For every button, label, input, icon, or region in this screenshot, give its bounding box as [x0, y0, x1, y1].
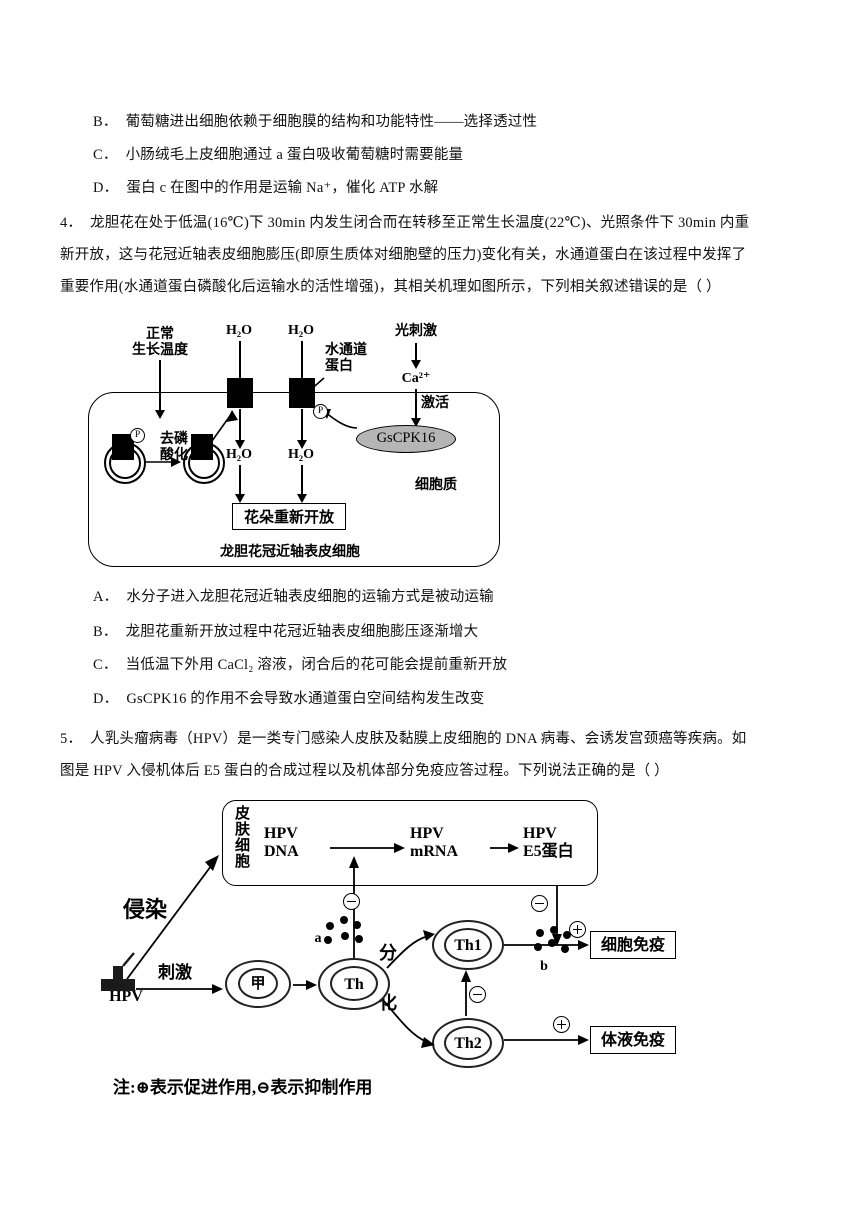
option-text: 蛋白 c 在图中的作用是运输 Na⁺，催化 ATP 水解 — [126, 180, 439, 196]
hpv-dna-label: HPV DNA — [264, 825, 299, 860]
inhibit-sign-e5 — [531, 895, 548, 912]
option-label: C． — [93, 147, 118, 163]
water-mid-right-shaft — [301, 409, 303, 443]
option-b-q4: B． 龙胆花重新开放过程中花冠近轴表皮细胞膨压逐渐增大 — [93, 620, 478, 641]
option-text: 当低温下外用 CaCl₂ 溶液，闭合后的花可能会提前重新开放 — [125, 657, 508, 673]
infect-label: 侵染 — [122, 897, 167, 922]
option-d-q3: D． 蛋白 c 在图中的作用是运输 Na⁺，催化 ATP 水解 — [93, 176, 438, 197]
flower-reopen-box: 花朵重新开放 — [232, 503, 346, 530]
activation-arrow-head — [411, 418, 421, 427]
water-top-right-label: H₂O — [288, 323, 314, 338]
water-bottom-right-label: H₂O — [288, 447, 314, 462]
water-low-left-shaft — [239, 465, 241, 497]
inhibit-sign-th2-th1 — [469, 986, 486, 1003]
option-text: 小肠绒毛上皮细胞通过 a 蛋白吸收葡萄糖时需要能量 — [125, 147, 464, 163]
normal-growth-temp-label: 正常 生长温度 — [132, 327, 188, 358]
light-arrow-head — [411, 360, 421, 369]
vesicle-protein-left — [112, 434, 134, 460]
calcium-label: Ca²⁺ — [401, 371, 431, 386]
water-top-left-label: H₂O — [226, 323, 252, 338]
promote-sign-cellular — [569, 921, 586, 938]
factor-a-label: a — [314, 931, 322, 946]
option-text: 龙胆花重新开放过程中花冠近轴表皮细胞膨压逐渐增大 — [125, 624, 479, 640]
phosphate-badge-vesicle: P — [130, 428, 145, 443]
question-5-number: 5． — [60, 731, 83, 747]
option-c-q4: C． 当低温下外用 CaCl₂ 溶液，闭合后的花可能会提前重新开放 — [93, 653, 507, 674]
differentiate-label-1: 分 — [379, 943, 397, 963]
vesicle-protein-right — [191, 434, 213, 460]
water-top-left-shaft — [239, 341, 241, 391]
figure5-vector-overlay — [101, 843, 589, 1048]
option-text: 水分子进入龙胆花冠近轴表皮细胞的运输方式是被动运输 — [126, 589, 494, 605]
figure-gentian-aquaporin: 正常 生长温度 H₂O H₂O 水通道 蛋白 — [0, 0, 868, 580]
option-d-q4: D． GsCPK16 的作用不会导致水通道蛋白空间结构发生改变 — [93, 687, 484, 708]
aquaporin-protein-right — [289, 378, 315, 408]
figure-note: 注:⊕表示促进作用,⊖表示抑制作用 — [113, 1078, 373, 1097]
cell-th1: Th1 — [444, 928, 492, 962]
activation-arrow-shaft — [415, 389, 417, 421]
figure-hpv-immune-response: 皮肤细胞 HPV DNA HPV mRNA HPV E5蛋白 侵染 刺激 HPV… — [101, 800, 676, 1097]
option-label: B． — [93, 624, 118, 640]
question-4-stem-line-3: 重要作用(水通道蛋白磷酸化后运输水的活性增强)，其相关机理如图所示，下列相关叙述… — [60, 279, 721, 295]
question-5-stem-line-2: 图是 HPV 入侵机体后 E5 蛋白的合成过程以及机体部分免疫应答过程。下列说法… — [60, 763, 669, 779]
skin-cell-box — [222, 800, 598, 886]
temp-arrow-head — [155, 410, 165, 419]
hpv-mrna-label: HPV mRNA — [410, 825, 458, 860]
phosphate-badge-membrane: P — [313, 404, 328, 419]
option-label: D． — [93, 691, 119, 707]
temp-arrow-shaft — [159, 360, 161, 412]
hpv-virus-label: HPV — [109, 988, 143, 1005]
gscpk16-kinase: GsCPK16 — [356, 425, 456, 453]
option-c-q3: C． 小肠绒毛上皮细胞通过 a 蛋白吸收葡萄糖时需要能量 — [93, 143, 463, 164]
option-label: D． — [93, 180, 119, 196]
question-5-stem-line-1: 人乳头瘤病毒（HPV）是一类专门感染人皮肤及黏膜上皮细胞的 DNA 病毒、会诱发… — [90, 731, 747, 747]
water-mid-left-shaft — [239, 409, 241, 443]
cell-th: Th — [330, 966, 378, 1001]
cytoplasm-label: 细胞质 — [415, 478, 457, 493]
option-b-q3: B． 葡萄糖进出细胞依赖于细胞膜的结构和功能特性——选择透过性 — [93, 110, 537, 131]
option-text: GsCPK16 的作用不会导致水通道蛋白空间结构发生改变 — [126, 691, 485, 707]
cell-caption-label: 龙胆花冠近轴表皮细胞 — [220, 545, 360, 560]
promote-sign-humoral — [553, 1016, 570, 1033]
water-low-right-head — [297, 494, 307, 503]
humoral-immunity-box: 体液免疫 — [590, 1026, 676, 1054]
stimulate-label: 刺激 — [158, 963, 192, 982]
question-4-number: 4． — [60, 215, 83, 231]
option-label: A． — [93, 589, 119, 605]
water-bottom-left-label: H₂O — [226, 447, 252, 462]
option-label: B． — [93, 114, 118, 130]
option-text: 葡萄糖进出细胞依赖于细胞膜的结构和功能特性——选择透过性 — [125, 114, 538, 130]
water-mid-right-head — [297, 440, 307, 449]
skin-cell-label: 皮肤细胞 — [233, 805, 249, 869]
question-4-stem-line-1: 龙胆花在处于低温(16℃)下 30min 内发生闭合而在转移至正常生长温度(22… — [90, 215, 750, 231]
water-low-left-head — [235, 494, 245, 503]
cell-th2: Th2 — [444, 1026, 492, 1060]
factor-b-label: b — [540, 959, 548, 974]
hpv-e5-protein-label: HPV E5蛋白 — [523, 825, 574, 860]
aquaporin-label: 水通道 蛋白 — [325, 343, 367, 374]
water-low-right-shaft — [301, 465, 303, 497]
question-4-stem-line-2: 新开放，这与花冠近轴表皮细胞膨压(即原生质体对细胞壁的压力)变化有关，水通道蛋白… — [60, 247, 747, 263]
water-top-right-shaft — [301, 341, 303, 391]
activate-label: 激活 — [421, 396, 449, 411]
option-label: C． — [93, 657, 118, 673]
light-arrow-shaft — [415, 343, 417, 363]
inhibit-sign-a — [343, 893, 360, 910]
light-stimulus-label: 光刺激 — [395, 324, 437, 339]
water-mid-left-head — [235, 440, 245, 449]
dephosphorylation-label: 去磷 酸化 — [160, 432, 188, 463]
cellular-immunity-box: 细胞免疫 — [590, 931, 676, 959]
cell-jia: 甲 — [238, 968, 278, 999]
option-a-q4: A． 水分子进入龙胆花冠近轴表皮细胞的运输方式是被动运输 — [93, 585, 494, 606]
aquaporin-protein-left — [227, 378, 253, 408]
